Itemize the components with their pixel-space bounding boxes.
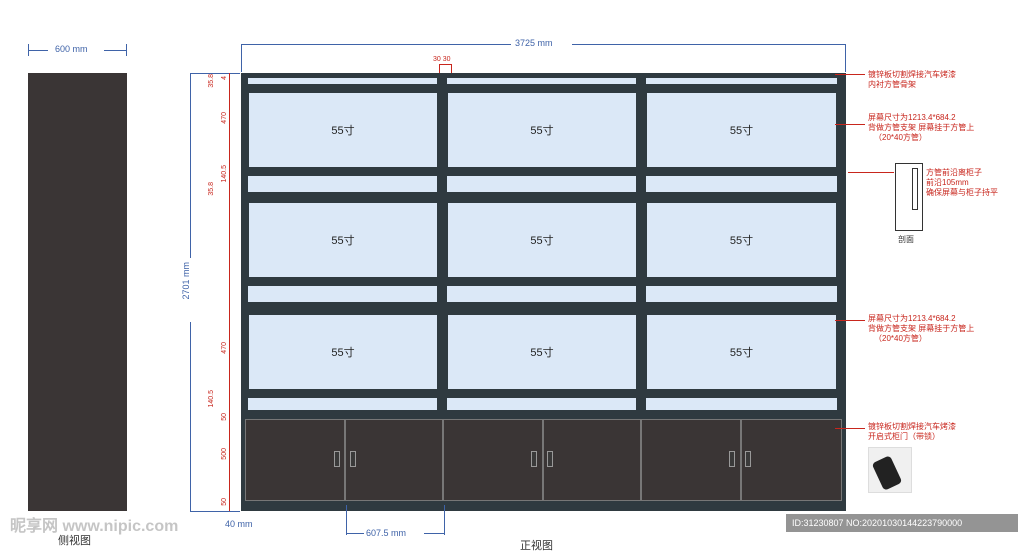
dim-label: 50 xyxy=(221,498,228,506)
annotation-screen-upper: 屏幕尺寸为1213.4*684.2 背做方管支架 屏幕挂于方管上 （20*40方… xyxy=(868,113,975,142)
total-height-tick-top xyxy=(190,73,240,74)
screen: 55寸 xyxy=(645,91,838,169)
dim-label: 500 xyxy=(221,448,228,460)
leader-line-top xyxy=(835,74,865,75)
annotation-detail: 方管前沿离柜子 前沿105mm 确保屏幕与柜子持平 xyxy=(926,168,998,197)
annotation-cabinet: 镀锌板切割焊接汽车烤漆 开启式柜门（带锁） xyxy=(868,422,956,441)
side-cabinet-body xyxy=(28,73,127,511)
leader-line-screen-lower xyxy=(835,320,865,321)
lock-photo xyxy=(868,447,912,493)
screen: 55寸 xyxy=(645,201,838,279)
total-height-dim-line-top xyxy=(190,73,191,258)
column-gap-marker xyxy=(439,64,451,65)
left-margin-label: 40 mm xyxy=(225,519,253,529)
cabinet-door[interactable] xyxy=(245,419,345,501)
dim-label: 140.5 xyxy=(221,165,228,183)
door-width-tick-left xyxy=(346,505,347,535)
screen: 55寸 xyxy=(247,201,439,279)
lower-cabinet xyxy=(245,419,842,501)
door-handle-icon xyxy=(531,451,537,467)
total-height-tick-bottom xyxy=(190,511,240,512)
gap-strip xyxy=(645,285,838,303)
door-handle-icon xyxy=(350,451,356,467)
top-strip xyxy=(645,77,838,85)
annotation-screen-lower: 屏幕尺寸为1213.4*684.2 背做方管支架 屏幕挂于方管上 （20*40方… xyxy=(868,314,975,343)
bottom-strip xyxy=(247,397,438,411)
dim-label: 35.8 xyxy=(208,182,215,196)
gap-strip xyxy=(247,175,438,193)
side-width-dim-line-right xyxy=(104,50,126,51)
top-strip xyxy=(446,77,637,85)
screen: 55寸 xyxy=(247,313,439,391)
gap-strip xyxy=(446,175,637,193)
door-handle-icon xyxy=(334,451,340,467)
cabinet-door[interactable] xyxy=(543,419,641,501)
gap-strip xyxy=(446,285,637,303)
screen: 55寸 xyxy=(645,313,838,391)
dim-label: 140.5 xyxy=(208,390,215,408)
dim-label: 470 xyxy=(221,112,228,124)
section-detail xyxy=(895,163,923,231)
side-width-tick-left xyxy=(28,44,29,56)
screen: 55寸 xyxy=(446,201,638,279)
total-height-dim-line-bottom xyxy=(190,322,191,512)
detail-dim-axis xyxy=(229,73,230,511)
screen: 55寸 xyxy=(446,91,638,169)
annotation-top: 镀锌板切割焊接汽车烤漆 内衬方管骨架 xyxy=(868,70,956,89)
cabinet-door[interactable] xyxy=(741,419,842,501)
bottom-strip xyxy=(645,397,838,411)
watermark-logo: 昵享网 www.nipic.com xyxy=(10,518,179,535)
total-width-dim-line-left xyxy=(241,44,511,45)
door-handle-icon xyxy=(729,451,735,467)
total-width-dim-line-right xyxy=(572,44,846,45)
side-width-label: 600 mm xyxy=(55,44,88,54)
door-width-line-left xyxy=(346,533,364,534)
bottom-strip xyxy=(446,397,637,411)
column-gap-marker-left xyxy=(439,64,440,73)
door-width-tick-right xyxy=(444,505,445,535)
cabinet-door[interactable] xyxy=(641,419,741,501)
leader-line-screen-upper xyxy=(835,124,865,125)
cabinet-door[interactable] xyxy=(345,419,443,501)
total-width-tick-left xyxy=(241,44,242,72)
dim-label: 4 xyxy=(221,76,228,80)
leader-line-section xyxy=(848,172,894,173)
total-width-tick-right xyxy=(845,44,846,72)
leader-line-cabinet xyxy=(835,428,865,429)
side-view: 600 mm 侧视图 xyxy=(0,0,140,547)
lock-icon xyxy=(871,455,903,491)
door-handle-icon xyxy=(745,451,751,467)
section-detail-caption: 剖面 xyxy=(898,235,914,244)
door-width-line-right xyxy=(424,533,444,534)
dim-label: 35.8 xyxy=(208,74,215,88)
dim-label: 50 xyxy=(221,413,228,421)
section-bracket xyxy=(912,168,918,210)
door-handle-icon xyxy=(547,451,553,467)
total-width-label: 3725 mm xyxy=(515,38,553,48)
top-strip xyxy=(247,77,438,85)
cabinet-door[interactable] xyxy=(443,419,543,501)
side-width-dim-line-left xyxy=(28,50,48,51)
watermark-id: ID:31230807 NO:20201030144223790000 xyxy=(786,514,1018,532)
dim-label: 470 xyxy=(221,342,228,354)
side-width-tick-right xyxy=(126,44,127,56)
front-view-caption: 正视图 xyxy=(520,540,553,552)
column-gap-marker-right xyxy=(451,64,452,73)
total-height-label: 2701 mm xyxy=(181,262,191,300)
column-gap-label: 30 30 xyxy=(433,56,451,63)
front-view: 55寸 55寸 55寸 55寸 55寸 55寸 55寸 55寸 55寸 xyxy=(241,73,846,511)
screen: 55寸 xyxy=(247,91,439,169)
gap-strip xyxy=(645,175,838,193)
screen: 55寸 xyxy=(446,313,638,391)
door-width-label: 607.5 mm xyxy=(366,528,407,538)
gap-strip xyxy=(247,285,438,303)
